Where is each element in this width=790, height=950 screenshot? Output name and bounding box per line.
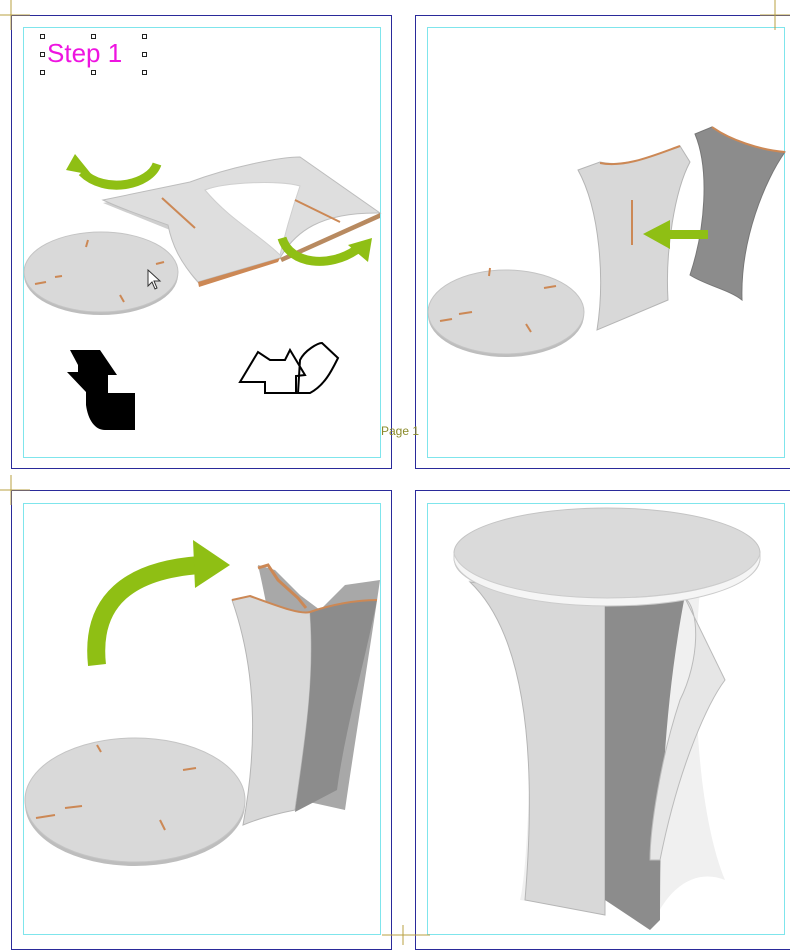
tabletop-disc[interactable]: [428, 268, 584, 357]
rotate-3d-outline-icon[interactable]: [240, 343, 338, 393]
tabletop-disc[interactable]: [24, 232, 178, 315]
step-title[interactable]: Step 1: [47, 38, 122, 68]
rotate-3d-filled-icon[interactable]: [67, 350, 135, 430]
page-marker: Page 1: [381, 424, 419, 438]
selection-handle[interactable]: [91, 70, 96, 75]
flip-arrow-icon: [96, 540, 230, 665]
selection-handle[interactable]: [40, 52, 45, 57]
assembled-table[interactable]: [454, 508, 760, 930]
selection-handle[interactable]: [142, 52, 147, 57]
tabletop-disc[interactable]: [25, 738, 245, 866]
leg-panel-dark[interactable]: [690, 127, 785, 300]
rotate-left-arrow-icon: [66, 154, 157, 185]
selection-handle[interactable]: [142, 34, 147, 39]
selection-handle[interactable]: [40, 34, 45, 39]
selection-handle[interactable]: [40, 70, 45, 75]
selection-handle[interactable]: [142, 70, 147, 75]
selection-handle[interactable]: [91, 34, 96, 39]
